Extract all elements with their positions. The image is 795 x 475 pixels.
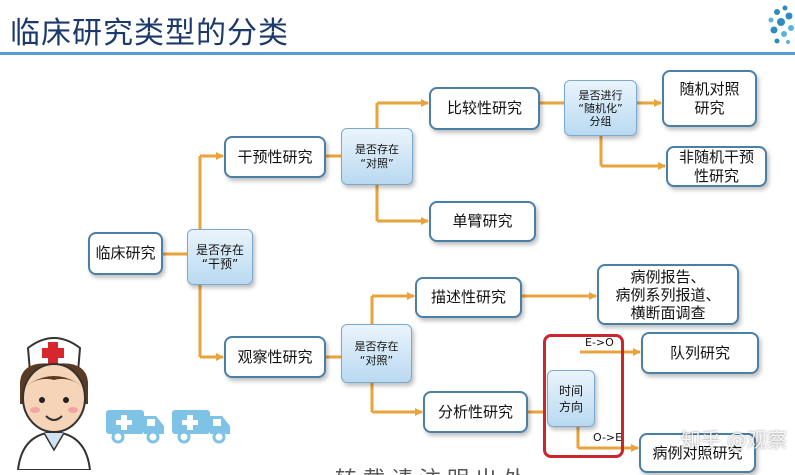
decision-intervention: 是否存在 “干预” xyxy=(187,229,253,285)
decision-randomization: 是否进行 “随机化” 分组 xyxy=(564,80,637,136)
node-single-arm-study: 单臂研究 xyxy=(429,201,536,242)
node-case-control-study: 病例对照研究 xyxy=(639,433,756,473)
label-o-to-e: O->E xyxy=(593,431,623,444)
decision-control-2: 是否存在 “对照” xyxy=(341,324,412,383)
title-underline xyxy=(0,52,795,55)
node-comparative-study: 比较性研究 xyxy=(429,87,540,130)
bottom-caption: 转载请注明出处 xyxy=(335,462,531,475)
page-title: 临床研究类型的分类 xyxy=(10,16,289,51)
node-observational-study: 观察性研究 xyxy=(224,336,326,378)
node-cohort-study: 队列研究 xyxy=(641,332,759,374)
label-e-to-o: E->O xyxy=(585,336,614,349)
watermark: 知乎 @观察 xyxy=(680,428,787,452)
ambulance-icon xyxy=(172,410,230,444)
node-clinical-research: 临床研究 xyxy=(88,232,163,275)
node-case-reports: 病例报告、 病例系列报道、 横断面调查 xyxy=(597,264,739,325)
nurse-illustration xyxy=(16,337,92,470)
highlight-frame xyxy=(543,334,624,458)
node-rct: 随机对照 研究 xyxy=(662,70,757,127)
logo-icon xyxy=(768,5,794,44)
ambulance-icon xyxy=(106,410,164,444)
decision-control-1: 是否存在 “对照” xyxy=(341,128,413,185)
decision-time-direction: 时间 方向 xyxy=(547,370,595,427)
node-interventional-study: 干预性研究 xyxy=(224,136,326,178)
node-non-randomized-study: 非随机干预 性研究 xyxy=(666,146,767,187)
node-analytical-study: 分析性研究 xyxy=(423,391,528,433)
node-descriptive-study: 描述性研究 xyxy=(415,277,522,318)
